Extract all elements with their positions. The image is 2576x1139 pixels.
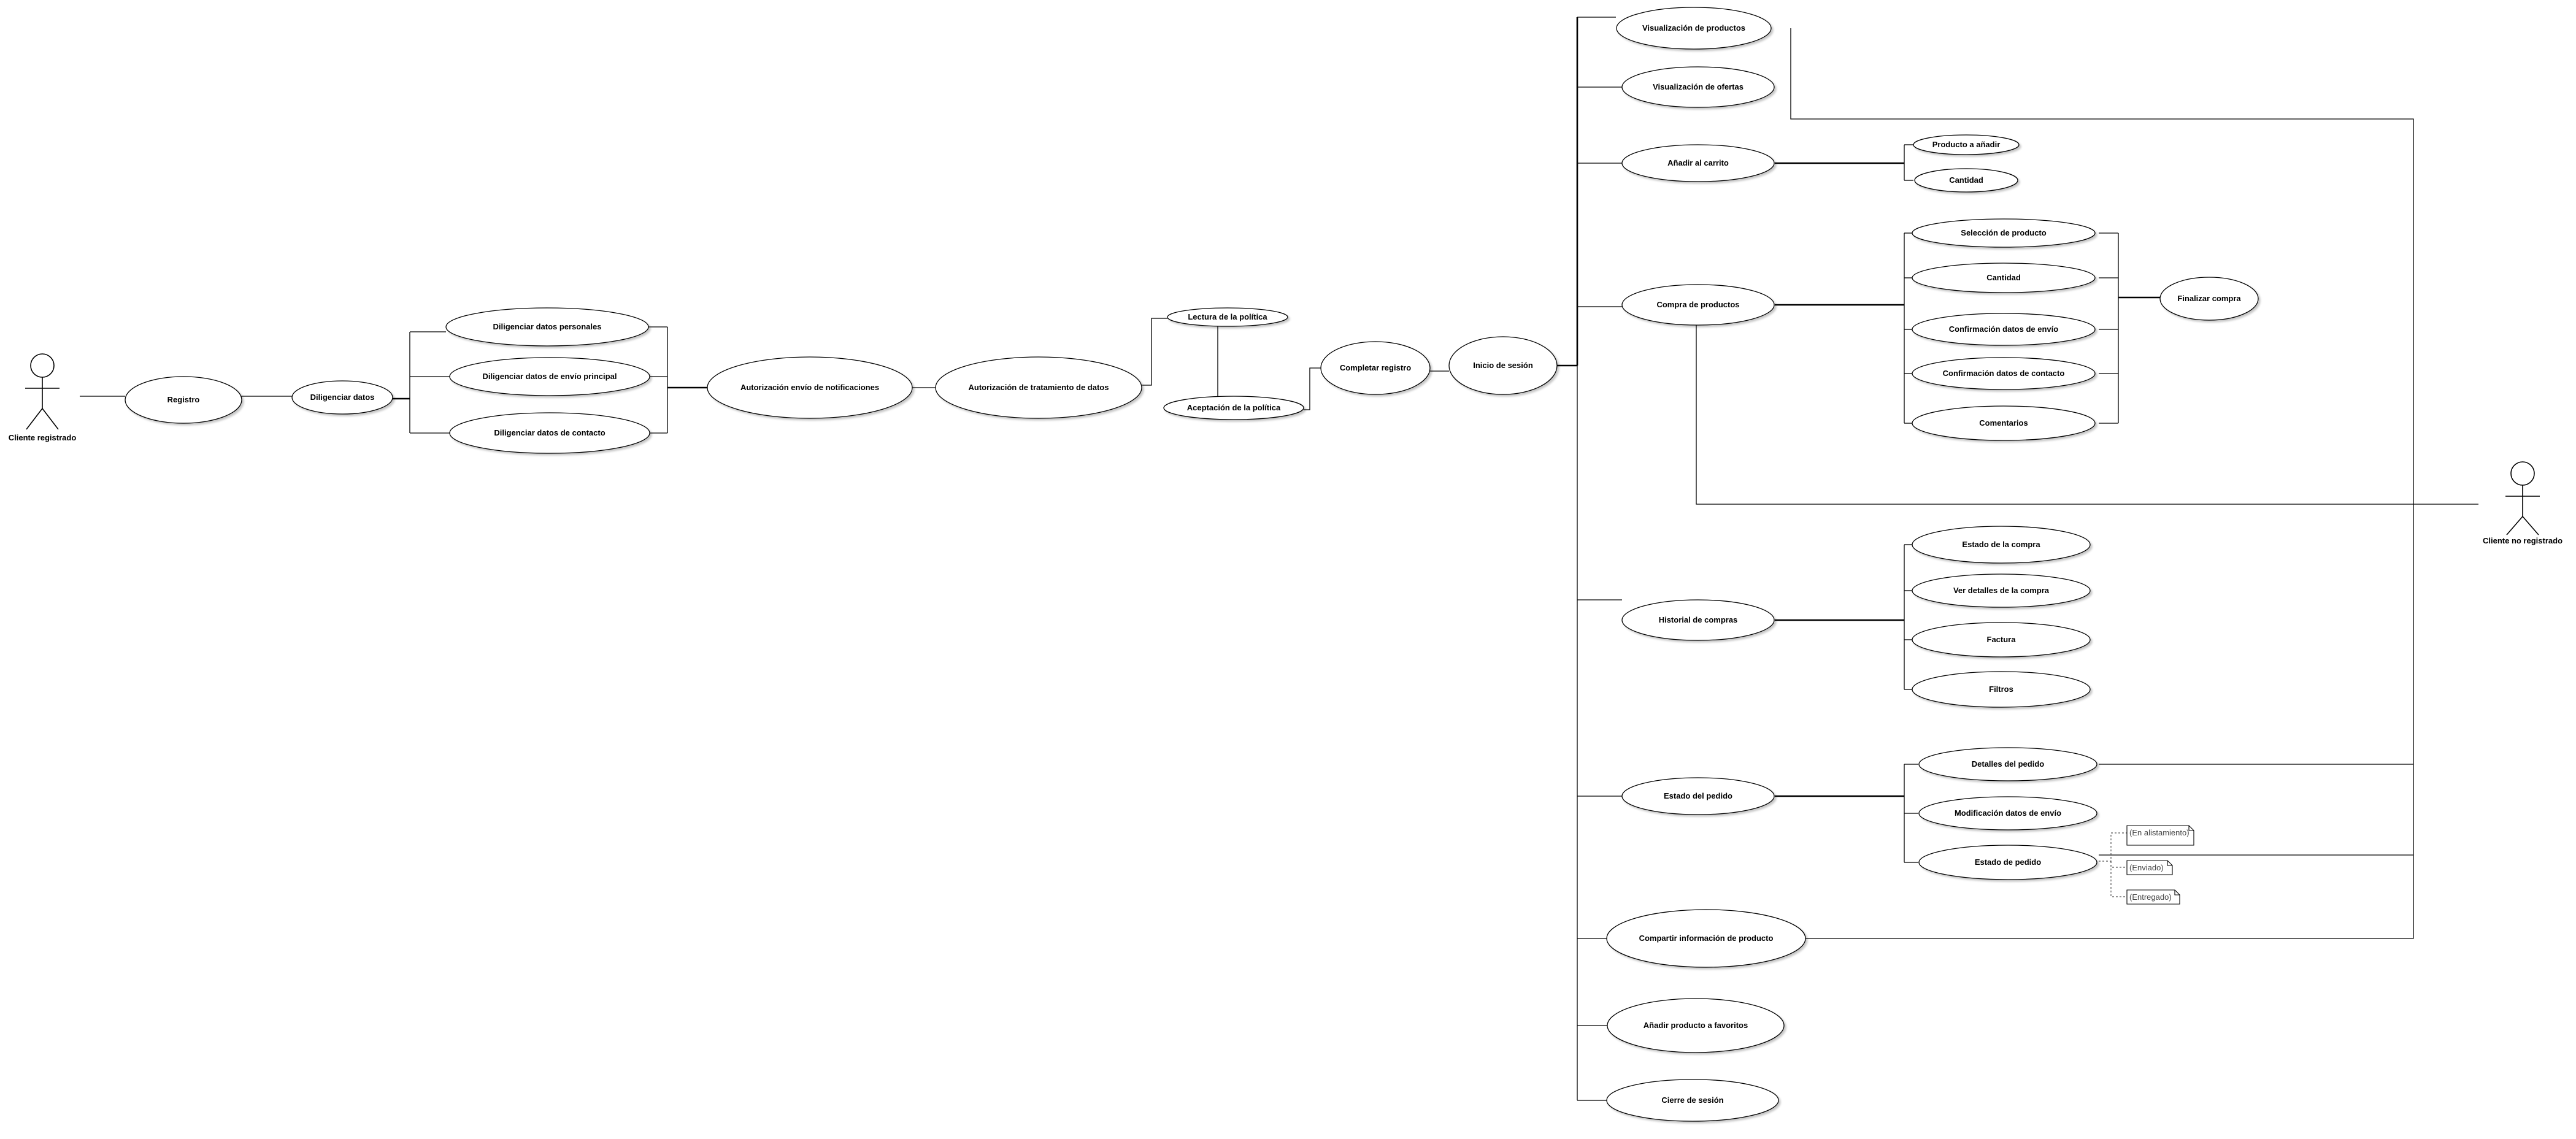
use-case-label: Cantidad [1949, 175, 1983, 185]
use-case-label: Aceptación de la política [1187, 403, 1281, 412]
use-case-label: Modificación datos de envío [1955, 808, 2061, 818]
use-case-cierre-sesion[interactable]: Cierre de sesión [1606, 1079, 1779, 1122]
use-case-estado-compra[interactable]: Estado de la compra [1912, 526, 2091, 564]
note-label: (En alistamiento) [2129, 828, 2190, 837]
use-case-historial-compras[interactable]: Historial de compras [1621, 599, 1775, 641]
use-case-label: Diligenciar datos personales [493, 322, 601, 331]
use-case-label: Estado de la compra [1962, 540, 2040, 549]
note-label: (Entregado) [2129, 892, 2172, 902]
use-case-autorizacion-notificaciones[interactable]: Autorización envío de notificaciones [707, 356, 913, 419]
use-case-label: Estado del pedido [1664, 791, 1732, 800]
use-case-detalles-pedido[interactable]: Detalles del pedido [1918, 747, 2097, 781]
use-case-label: Compartir información de producto [1639, 934, 1774, 943]
use-case-estado-del-pedido[interactable]: Estado del pedido [1621, 777, 1775, 815]
use-case-finalizar-compra[interactable]: Finalizar compra [2159, 277, 2259, 321]
actor-label: Cliente no registrado [2483, 536, 2563, 545]
use-case-anadir-carrito[interactable]: Añadir al carrito [1621, 144, 1775, 182]
use-case-registro[interactable]: Registro [125, 376, 242, 424]
use-case-factura[interactable]: Factura [1912, 622, 2091, 658]
note-entregado: (Entregado) [2126, 889, 2180, 905]
connectors [80, 17, 2478, 1101]
use-case-label: Confirmación datos de contacto [1943, 369, 2065, 378]
use-case-label: Producto a añadir [1932, 140, 2001, 149]
use-case-label: Selección de producto [1961, 228, 2046, 237]
use-case-confirmacion-contacto[interactable]: Confirmación datos de contacto [1912, 357, 2096, 390]
use-case-label: Añadir producto a favoritos [1644, 1021, 1748, 1030]
actor-cliente-registrado[interactable]: Cliente registrado [9, 353, 77, 442]
use-case-label: Compra de productos [1656, 300, 1739, 309]
use-case-label: Autorización de tratamiento de datos [969, 383, 1109, 392]
use-case-label: Factura [1987, 635, 2017, 644]
use-case-ver-detalles-compra[interactable]: Ver detalles de la compra [1912, 573, 2091, 608]
use-case-modificacion-envio[interactable]: Modificación datos de envío [1918, 796, 2097, 830]
use-case-completar-registro[interactable]: Completar registro [1320, 341, 1431, 395]
use-case-label: Cantidad [1986, 273, 2021, 282]
use-case-anadir-favoritos[interactable]: Añadir producto a favoritos [1607, 998, 1785, 1053]
use-case-label: Historial de compras [1659, 615, 1738, 624]
use-case-datos-contacto[interactable]: Diligenciar datos de contacto [449, 412, 650, 454]
note-enviado: (Enviado) [2126, 860, 2173, 875]
use-case-aceptacion-politica[interactable]: Aceptación de la política [1163, 396, 1304, 420]
use-case-label: Diligenciar datos de envío principal [483, 372, 617, 381]
note-en-alistamiento: (En alistamiento) [2126, 825, 2194, 846]
use-case-label: Finalizar compra [2177, 294, 2241, 303]
use-case-label: Cierre de sesión [1661, 1095, 1723, 1105]
use-case-label: Filtros [1989, 685, 2013, 694]
use-case-comentarios[interactable]: Comentarios [1912, 405, 2096, 441]
actor-label: Cliente registrado [9, 433, 77, 442]
use-case-label: Visualización de productos [1642, 23, 1745, 33]
use-case-label: Inicio de sesión [1473, 361, 1533, 370]
use-case-filtros[interactable]: Filtros [1912, 671, 2091, 708]
use-case-label: Diligenciar datos de contacto [494, 428, 605, 437]
use-case-inicio-sesion[interactable]: Inicio de sesión [1448, 336, 1558, 395]
use-case-datos-personales[interactable]: Diligenciar datos personales [445, 307, 649, 347]
use-case-label: Visualización de ofertas [1653, 82, 1744, 91]
use-case-label: Diligenciar datos [310, 393, 375, 402]
use-case-diligenciar-datos[interactable]: Diligenciar datos [291, 380, 393, 415]
use-case-label: Añadir al carrito [1667, 158, 1729, 167]
use-case-label: Registro [167, 395, 200, 404]
use-case-visualizacion-ofertas[interactable]: Visualización de ofertas [1621, 66, 1775, 108]
use-case-producto-anadir[interactable]: Producto a añadir [1913, 134, 2020, 155]
use-case-lectura-politica[interactable]: Lectura de la política [1167, 307, 1288, 327]
use-case-label: Ver detalles de la compra [1953, 586, 2050, 595]
use-case-compartir-informacion[interactable]: Compartir información de producto [1606, 909, 1806, 968]
use-case-compra-productos[interactable]: Compra de productos [1621, 284, 1775, 326]
actor-cliente-no-registrado[interactable]: Cliente no registrado [2483, 461, 2563, 545]
use-case-label: Autorización envío de notificaciones [740, 383, 879, 392]
use-case-visualizacion-productos[interactable]: Visualización de productos [1616, 7, 1772, 50]
use-case-label: Lectura de la política [1188, 312, 1267, 321]
use-case-seleccion-producto[interactable]: Selección de producto [1912, 218, 2096, 248]
use-case-label: Comentarios [1979, 418, 2028, 428]
use-case-label: Detalles del pedido [1972, 759, 2045, 769]
use-case-cantidad-carrito[interactable]: Cantidad [1914, 168, 2018, 193]
use-case-estado-de-pedido[interactable]: Estado de pedido [1918, 845, 2097, 880]
use-case-confirmacion-envio[interactable]: Confirmación datos de envío [1912, 313, 2096, 346]
note-label: (Enviado) [2129, 863, 2164, 872]
use-case-cantidad-compra[interactable]: Cantidad [1912, 263, 2096, 293]
use-case-label: Confirmación datos de envío [1949, 324, 2058, 334]
use-case-label: Completar registro [1340, 363, 1411, 372]
use-case-label: Estado de pedido [1975, 857, 2041, 867]
use-case-autorizacion-tratamiento[interactable]: Autorización de tratamiento de datos [935, 356, 1142, 419]
use-case-datos-envio-principal[interactable]: Diligenciar datos de envío principal [449, 357, 650, 396]
